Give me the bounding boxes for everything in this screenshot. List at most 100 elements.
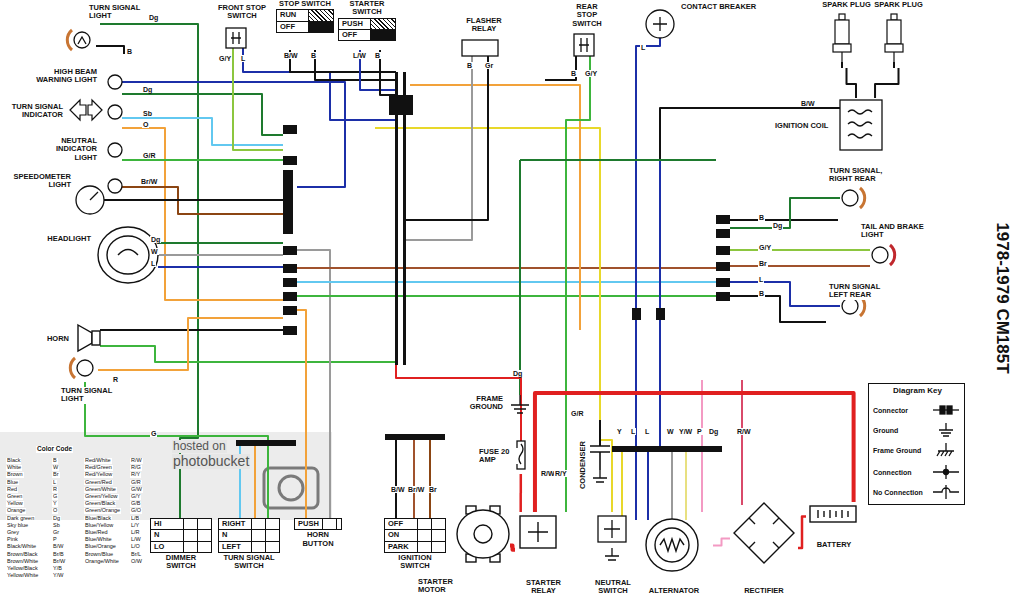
color-code-entry: G/R [130, 480, 142, 486]
color-code-entry: G/W [130, 487, 143, 493]
legend-symbol [947, 406, 952, 414]
wire-color-code: P [696, 428, 703, 435]
wire-color-code: L [150, 260, 156, 267]
component-label: NEUTRAL SWITCH [590, 579, 636, 596]
wire-color-code: Dg [512, 370, 523, 377]
switch-position: N [151, 530, 183, 540]
harness [716, 262, 730, 271]
color-code-entry: Brown/White [6, 559, 39, 565]
color-code-entry: Br/L [130, 552, 142, 558]
component: BATTERY [806, 502, 862, 550]
component-label: TURN SIGNAL LIGHT [60, 387, 126, 404]
spark-plug-symbol [841, 52, 842, 62]
component: NEUTRAL SWITCH [588, 512, 638, 596]
component-label: FRAME GROUND [458, 395, 504, 412]
component: REAR STOP SWITCH [563, 2, 611, 29]
color-code-entry: P [52, 537, 58, 543]
color-code-entry: Green/Black [84, 501, 116, 507]
legend-symbol [931, 442, 961, 458]
harness [283, 292, 297, 301]
fuse-symbol [517, 441, 525, 469]
harness [385, 434, 445, 440]
harness [283, 306, 297, 315]
switch-box: DIMMER SWITCHHINLO [150, 518, 212, 570]
fuse-symbol [519, 444, 523, 464]
spark-plug-symbol [893, 52, 894, 62]
wire-color-code: B [310, 52, 317, 59]
wire-color-code: Y/W [678, 428, 693, 435]
switch-position: OFF [339, 30, 370, 40]
color-code-entry: Red/Green [84, 465, 113, 471]
switch-box: HORN BUTTONPUSH [294, 518, 342, 548]
component-label: FRONT STOP SWITCH [213, 4, 271, 21]
neutral-switch-symbol [604, 520, 620, 538]
color-code-entry: Pink [6, 537, 19, 543]
wire [297, 281, 716, 283]
lamp-symbol [76, 186, 104, 214]
color-code-entry: Blue/Orange [84, 544, 117, 550]
switch-row: OFF [385, 519, 445, 529]
switch-contact [183, 519, 197, 529]
switch-symbol [226, 28, 246, 48]
wire-connector [535, 393, 854, 512]
wire [730, 296, 826, 322]
color-code-entry: Blue/Black [84, 516, 112, 522]
alternator-symbol [655, 528, 689, 562]
wire [85, 24, 894, 520]
switch-contact [417, 530, 431, 540]
spark-plug-symbol [887, 20, 901, 44]
switch-position: LEFT [219, 542, 251, 552]
wire [96, 46, 124, 54]
ignition-coil-symbol [840, 100, 882, 150]
wire [520, 159, 716, 161]
wire-color-code: G/R [570, 410, 584, 417]
color-code-entry: Sb [52, 523, 61, 529]
component-label: FUSE 20 AMP [478, 448, 518, 465]
harness [716, 278, 730, 287]
switch-position: LO [151, 542, 183, 552]
component: SPEEDOMETER LIGHT [0, 172, 74, 191]
watermark-icon [279, 476, 303, 500]
switch-symbol [646, 10, 674, 38]
horn-symbol [78, 325, 100, 351]
color-code-entry: Y/B [52, 566, 63, 572]
starter-relay-symbol [528, 522, 548, 542]
color-code-entry: Y/W [52, 573, 64, 579]
wire-color-code: Y [616, 428, 623, 435]
ignition-coil-symbol [848, 110, 872, 138]
color-code-entry: Sky blue [6, 523, 29, 529]
component-label: TURN SIGNAL INDICATOR [2, 103, 64, 120]
wire-color-code: G/Y [758, 244, 772, 251]
switch-contact [183, 542, 197, 552]
wire-color-code: W [666, 428, 675, 435]
legend-box: Diagram KeyConnectorGroundFrame GroundCo… [868, 383, 965, 505]
component: TURN SIGNAL LIGHT [86, 3, 154, 22]
wire [566, 56, 590, 512]
wire [297, 295, 716, 297]
wire [158, 266, 283, 268]
ignition-coil-symbol [840, 100, 882, 150]
legend-row: No Connection [873, 484, 961, 500]
color-code-entry: R [52, 487, 58, 493]
wire-color-code: L [644, 428, 650, 435]
rectifier-symbol [734, 503, 794, 563]
color-code-entry: Br/W [52, 559, 66, 565]
component-label: NEUTRAL INDICATOR LIGHT [32, 137, 98, 162]
component: STARTER RELAY [515, 512, 572, 596]
color-code-entry: Blue/White [84, 537, 113, 543]
legend-symbol [933, 406, 959, 414]
harness [389, 95, 413, 115]
rectifier-symbol [734, 503, 794, 563]
switch-label: IGNITION SWITCH [384, 554, 446, 571]
legend-text: Frame Ground [873, 447, 921, 454]
component: IGNITION COIL [772, 98, 884, 154]
lamp-symbol [108, 105, 122, 119]
wire-color-code: R/Y [554, 470, 568, 477]
component: FUSE 20 AMP [476, 438, 532, 474]
lamp-symbol [74, 32, 90, 48]
color-code-entry: Orange/White [84, 559, 120, 565]
color-code-entry: O/W [130, 559, 143, 565]
component-label: ALTERNATOR [648, 587, 700, 595]
spark-plug-symbol [885, 44, 903, 52]
